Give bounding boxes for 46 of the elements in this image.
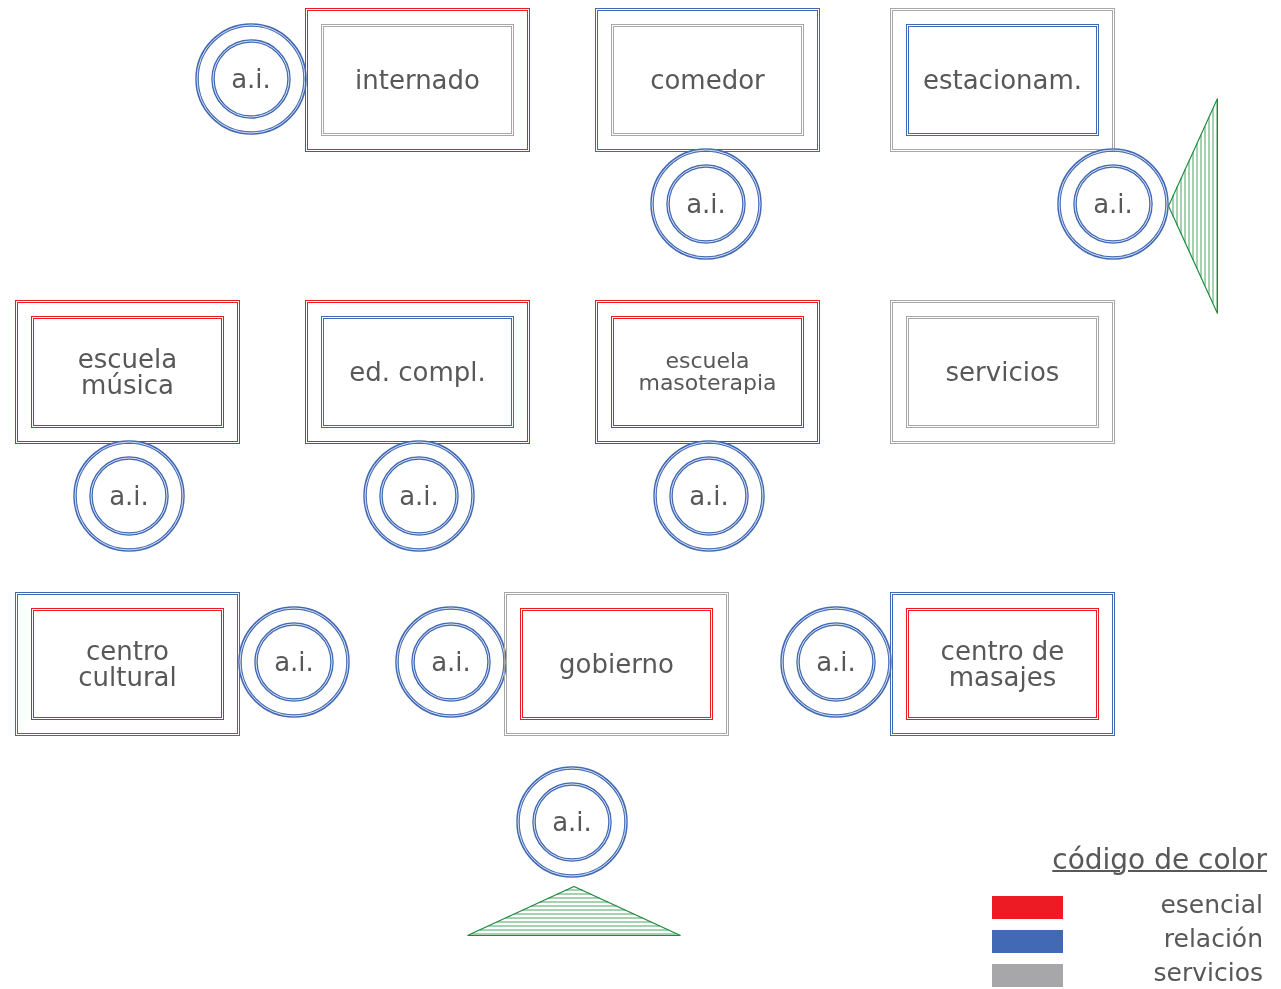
zone-label: servicios — [944, 359, 1061, 385]
double-circle — [516, 766, 628, 878]
circle-label: a.i. — [399, 483, 439, 509]
circle-label: a.i. — [689, 483, 729, 509]
zone-box — [15, 300, 240, 444]
double-circle — [653, 440, 765, 552]
zone-label: gobierno — [558, 651, 675, 677]
zone-box — [305, 300, 530, 444]
circle-label: a.i. — [274, 649, 314, 675]
circle-label: a.i. — [1093, 191, 1133, 217]
zone-box — [890, 592, 1115, 736]
double-circle — [238, 606, 350, 718]
double-circle — [1057, 148, 1169, 260]
double-circle — [780, 606, 892, 718]
zone-label: estacionam. — [921, 67, 1084, 93]
zone-label: ed. compl. — [348, 359, 487, 385]
double-circle — [195, 23, 307, 135]
zone-label: centro de masajes — [939, 638, 1066, 690]
circle-label: a.i. — [431, 649, 471, 675]
double-circle — [73, 440, 185, 552]
hatched-triangle — [467, 886, 681, 936]
zone-label: internado — [354, 67, 481, 93]
circle-label: a.i. — [552, 809, 592, 835]
legend-label: relación — [1163, 924, 1263, 953]
zone-box — [595, 300, 820, 444]
zone-label: centro cultural — [77, 638, 178, 690]
zone-label: escuela masoterapia — [637, 350, 778, 394]
zone-label: escuela música — [76, 346, 179, 398]
zone-box — [305, 8, 530, 152]
circle-label: a.i. — [816, 649, 856, 675]
double-circle — [650, 148, 762, 260]
double-circle — [363, 440, 475, 552]
zone-box — [595, 8, 820, 152]
zone-box — [504, 592, 729, 736]
legend-label: esencial — [1160, 890, 1263, 919]
double-circle — [395, 606, 507, 718]
circle-label: a.i. — [231, 66, 271, 92]
circle-label: a.i. — [686, 191, 726, 217]
zone-box — [890, 300, 1115, 444]
zone-label: comedor — [649, 67, 766, 93]
legend-label: servicios — [1153, 958, 1263, 987]
hatched-triangle — [1168, 98, 1218, 314]
legend-title: código de color — [1052, 843, 1267, 876]
zone-box — [890, 8, 1115, 152]
zone-box — [15, 592, 240, 736]
circle-label: a.i. — [109, 483, 149, 509]
